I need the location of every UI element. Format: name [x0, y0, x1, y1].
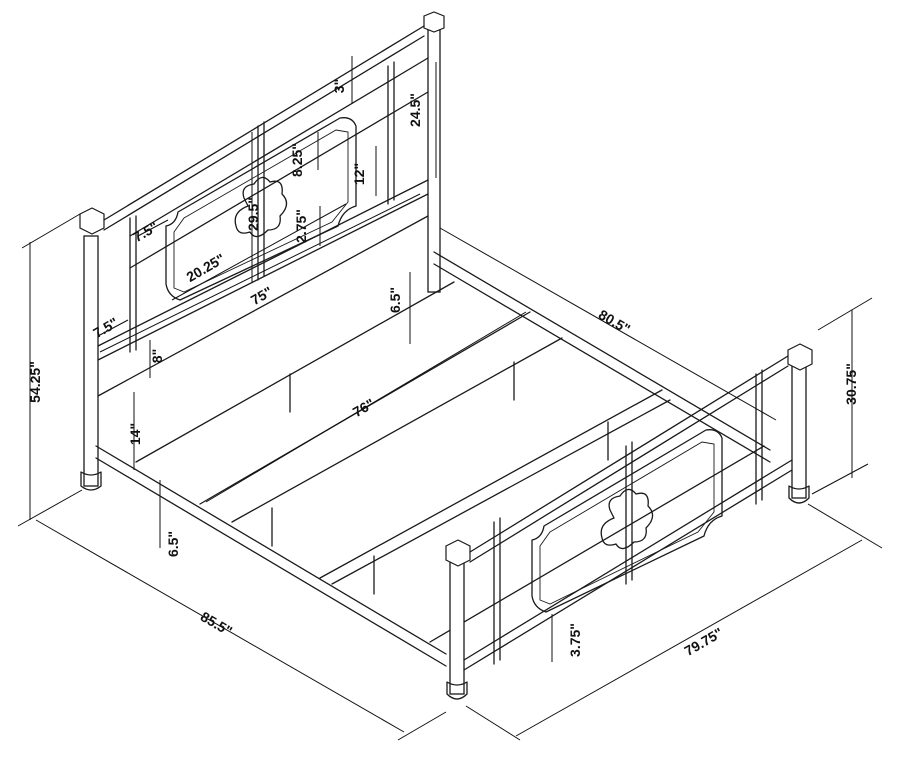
label-foot-rail: 6.5": [165, 531, 181, 557]
label-overall-length: 85.5": [198, 608, 235, 639]
left-side-rail-lower: [95, 457, 447, 667]
label-panel-center: 8.25": [289, 143, 305, 177]
left-side-rail: [95, 445, 447, 655]
label-panel-side: 12": [351, 163, 367, 185]
dim-line-rail-width: [99, 193, 421, 353]
label-rail-width: 75": [248, 283, 275, 308]
dim-line-inner-width: [439, 227, 777, 421]
footboard-right-post-foot: [788, 485, 810, 504]
headboard-second-rail: [129, 57, 429, 237]
label-top-rail: 3": [331, 79, 347, 93]
headboard-left-post-foot: [80, 471, 102, 491]
footboard-panel: [531, 429, 723, 613]
dim-line-overall-length: [35, 519, 405, 733]
footboard-bottom-rail-lower: [463, 469, 793, 671]
dimension-labels: 54.25" 85.5" 79.75" 30.75" 80.5" 3" 24.5…: [27, 79, 859, 659]
label-panel-offset: 7.5": [130, 218, 161, 245]
headboard-left-post-cap: [79, 207, 105, 235]
label-footboard-height: 30.75": [843, 363, 859, 405]
head-cross-rail: [135, 281, 455, 463]
headboard: [79, 11, 445, 491]
label-side-rail-height: 6.5": [387, 287, 403, 313]
label-panel-width: 20.25": [183, 250, 227, 285]
label-rail-spacing: 8": [149, 349, 165, 363]
dim-line-slat-length: [205, 311, 527, 503]
footboard-left-post: [449, 559, 465, 695]
headboard-panel-inner: [173, 129, 349, 293]
headboard-lower-rail-2: [97, 193, 429, 361]
label-overall-height: 54.25": [27, 361, 43, 403]
foot-cross-rail: [429, 445, 765, 643]
dim-line-panel-width: [171, 203, 347, 301]
slat-1b: [231, 337, 563, 523]
dimension-lines: [17, 56, 883, 741]
footboard-top-rail-lower: [469, 365, 789, 563]
headboard-right-post-cap: [423, 11, 445, 33]
headboard-panel: [165, 117, 357, 301]
bed-frame: [95, 251, 771, 667]
label-slat-length: 76": [350, 395, 377, 420]
dim-line-lower-offset: [97, 319, 129, 337]
footboard-quatrefoil: [600, 488, 654, 550]
headboard-left-post: [83, 235, 99, 487]
slat-2: [319, 389, 663, 579]
dim-line-panel-offset: [137, 219, 169, 237]
footboard: [445, 343, 813, 700]
label-post-span: 24.5": [407, 93, 423, 127]
slat-2b: [331, 399, 671, 585]
headboard-quatrefoil: [234, 176, 288, 238]
footboard-top-rail: [469, 355, 789, 553]
label-panel-height: 29.5": [245, 197, 261, 231]
right-side-rail-lower: [433, 263, 771, 463]
label-inner-width: 80.5": [596, 306, 633, 337]
footboard-right-post: [791, 363, 807, 499]
headboard-third-rail: [129, 91, 429, 269]
footboard-right-post-cap: [787, 343, 813, 371]
footboard-left-post-foot: [446, 681, 468, 700]
footboard-panel-inner: [539, 441, 715, 605]
label-footboard-gap: 3.75": [567, 623, 583, 657]
headboard-lower-rail: [97, 179, 429, 347]
right-side-rail: [433, 251, 771, 451]
dim-line-overall-width: [515, 539, 863, 737]
label-panel-bottom: 2.75": [293, 209, 309, 243]
footboard-bottom-rail: [463, 459, 793, 661]
label-clearance: 14": [127, 423, 143, 445]
footboard-left-post-cap: [445, 539, 471, 567]
headboard-base-rail: [97, 215, 429, 397]
